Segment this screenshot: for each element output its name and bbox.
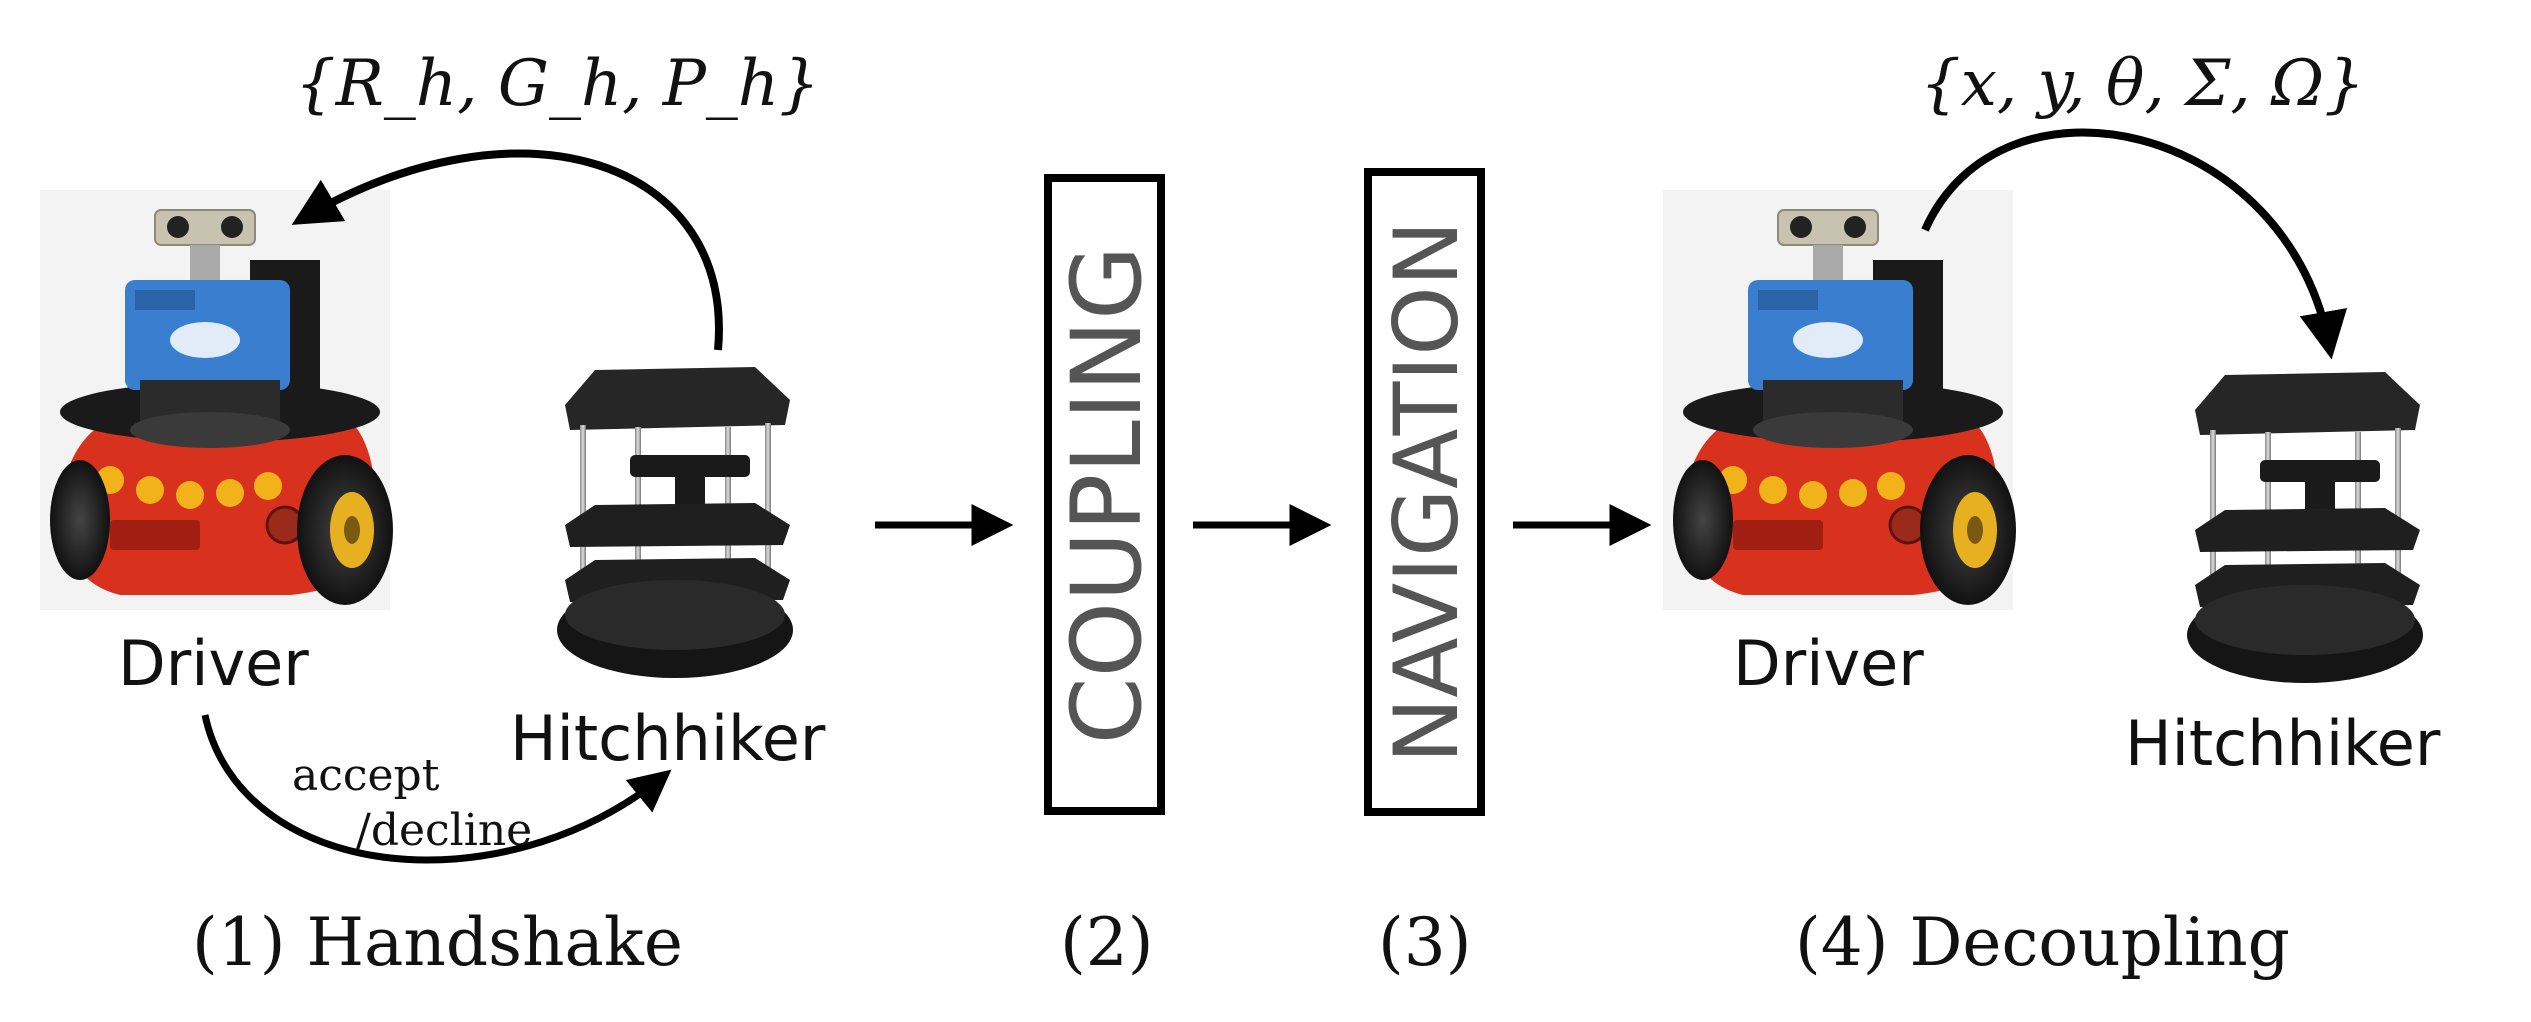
stage-coupling: COUPLING (2) [1044,174,1165,981]
stage-decoupling: {x, y, θ, Σ, Ω} Driver Hitchhiker (4) De… [1661,47,2441,981]
driver-robot-image [38,188,395,612]
reply-accept-label: accept [292,750,440,801]
caption-coupling: (2) [1060,904,1154,981]
navigation-box [1364,168,1485,816]
hitchhiker-robot-image [555,355,795,685]
coupling-box [1044,174,1165,815]
decoupling-message-label: {x, y, θ, Σ, Ω} [1920,47,2365,121]
caption-decoupling: (4) Decoupling [1795,904,2290,981]
decoupling-state-arrow [1921,128,2348,360]
handshake-message-label: {R_h, G_h, P_h} [295,47,820,121]
handshake-request-arrow [291,149,723,351]
hitchhiker-robot-image-2 [2185,360,2425,690]
caption-navigation: (3) [1378,904,1472,981]
driver-robot-image-2 [1661,188,2018,612]
stage-handshake: {R_h, G_h, P_h} Driver Hitchhiker accept… [38,47,826,981]
hitchhiker-label-2: Hitchhiker [2125,707,2441,780]
driver-label-2: Driver [1733,627,1924,700]
hitchhiker-label: Hitchhiker [510,702,826,775]
navigation-box-label: NAVIGATION [1375,221,1478,764]
stage-navigation: NAVIGATION (3) [1364,168,1485,981]
caption-handshake: (1) Handshake [192,904,683,981]
driver-label: Driver [118,627,309,700]
reply-decline-label: /decline [356,805,532,856]
coupling-box-label: COUPLING [1051,246,1163,745]
handshake-reply-arrow [201,714,672,864]
